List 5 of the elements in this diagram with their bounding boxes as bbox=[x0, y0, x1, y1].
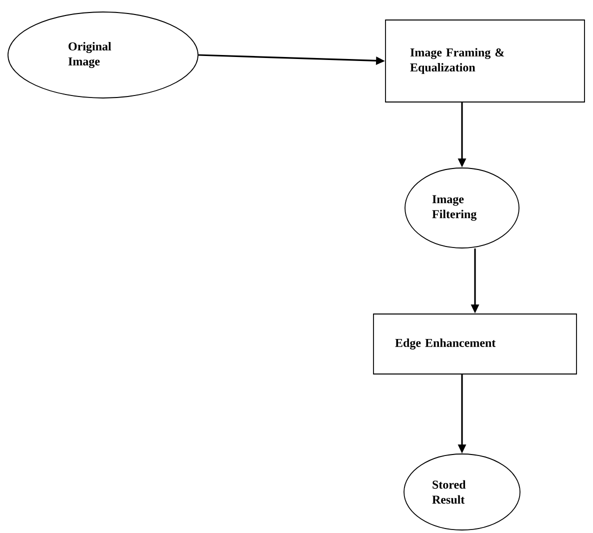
process-box: Image Framing & Equalization bbox=[385, 20, 585, 102]
oval-node: Original Image bbox=[8, 12, 198, 98]
oval-node: Image Filtering bbox=[404, 168, 520, 248]
process-box: Edge Enhancement bbox=[373, 314, 577, 374]
oval-node: Stored Result bbox=[404, 454, 520, 530]
